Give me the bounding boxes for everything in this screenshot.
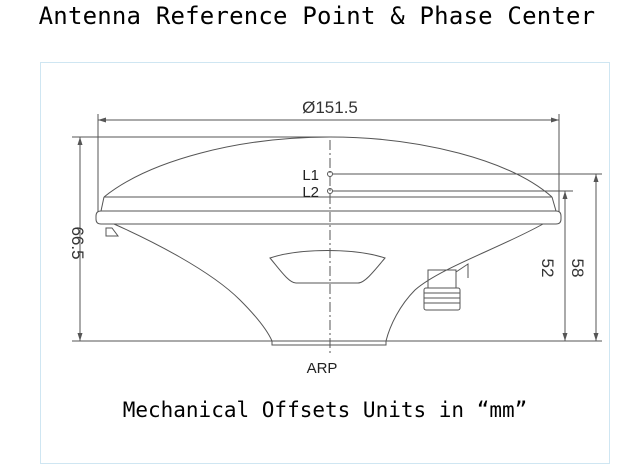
page-title: Antenna Reference Point & Phase Center: [38, 2, 596, 30]
diameter-arrow-right: [551, 117, 559, 123]
l2-label: L2: [302, 184, 319, 201]
diameter-arrow-left: [98, 117, 106, 123]
l2-height-arrow-bottom: [562, 333, 568, 341]
caption: Mechanical Offsets Units in “mm”: [122, 398, 528, 422]
connector-base: [427, 269, 457, 289]
antenna-window: [269, 250, 386, 284]
connector-mount: [455, 263, 469, 278]
l1-label: L1: [302, 167, 319, 184]
total-height-arrow-top: [77, 137, 83, 145]
l1-height-arrow-bottom: [593, 333, 599, 341]
l2-height-arrow-top: [562, 191, 568, 199]
total-height-arrow-bottom: [77, 333, 83, 341]
antenna-rim: [95, 210, 562, 225]
l1-phase-center: [327, 171, 333, 177]
antenna-rim-seam: [100, 196, 105, 212]
antenna-clip: [105, 227, 119, 237]
drawing-frame: [40, 62, 610, 464]
antenna-body-right: [385, 223, 544, 342]
diameter-label: Ø151.5: [302, 98, 358, 117]
l2-height-label: 52: [538, 259, 557, 278]
antenna-rim-seam-right: [551, 196, 557, 212]
total-height-label: 66.5: [68, 226, 87, 259]
l1-height-label: 58: [568, 259, 587, 278]
l1-height-arrow-top: [593, 174, 599, 182]
antenna-dome: [103, 136, 553, 198]
arp-label: ARP: [307, 360, 338, 377]
antenna-body-left: [113, 223, 273, 342]
antenna-base: [271, 341, 387, 346]
connector-nut: [423, 287, 461, 311]
l2-phase-center: [327, 188, 333, 194]
